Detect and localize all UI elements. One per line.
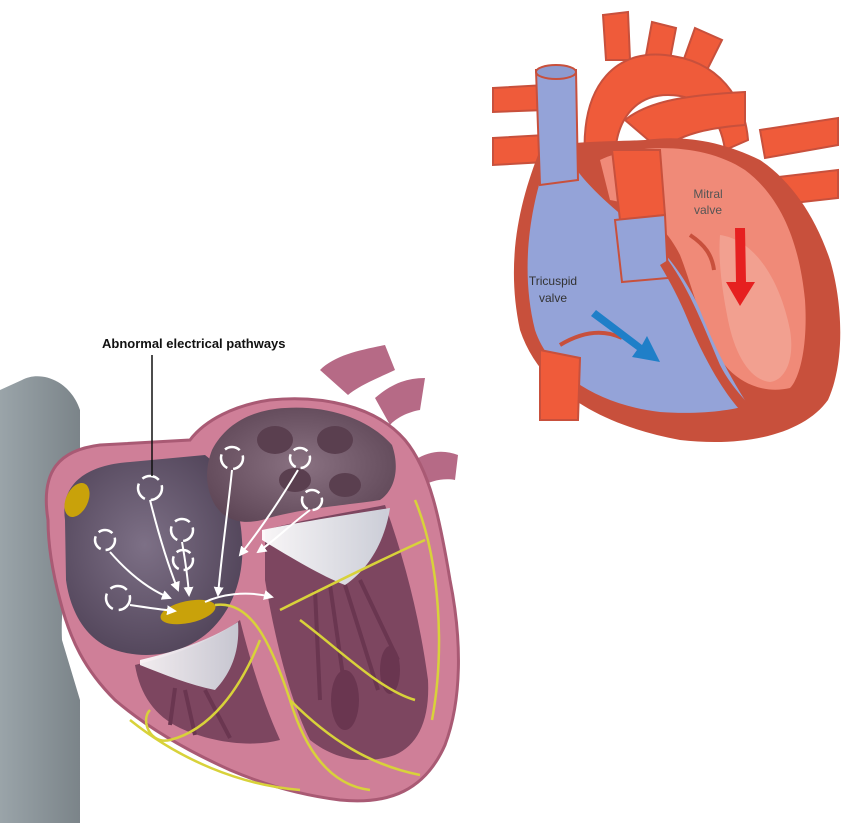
tricuspid-valve-label-line2: valve	[539, 291, 567, 305]
pulmonary-vein-right-upper	[760, 118, 838, 158]
upper-vessels	[320, 345, 395, 395]
pulmonary-trunk	[615, 215, 668, 282]
mitral-valve-label: Mitral	[693, 187, 722, 201]
inferior-vena-cava	[540, 350, 580, 420]
schematic-heart-diagram: Mitral valve Tricuspid valve	[493, 12, 840, 442]
aorta-root	[612, 150, 665, 220]
vena-cava-opening	[536, 65, 576, 79]
pulmonary-vein-opening-3	[279, 468, 311, 492]
superior-vena-cava	[536, 70, 578, 185]
pulmonary-vein-opening-4	[329, 473, 361, 497]
papillary-muscle-left	[331, 670, 359, 730]
mitral-valve-label-line2: valve	[694, 203, 722, 217]
pathways-label: Abnormal electrical pathways	[102, 336, 286, 351]
anatomical-heart-diagram: Abnormal electrical pathways	[0, 336, 458, 823]
aortic-branch-left	[603, 12, 630, 60]
upper-vessels-2	[375, 378, 425, 425]
pulmonary-vein-opening-2	[317, 426, 353, 454]
tricuspid-valve-label: Tricuspid	[529, 274, 577, 288]
papillary-muscle-right	[380, 646, 400, 694]
pulmonary-vein-opening-1	[257, 426, 293, 454]
